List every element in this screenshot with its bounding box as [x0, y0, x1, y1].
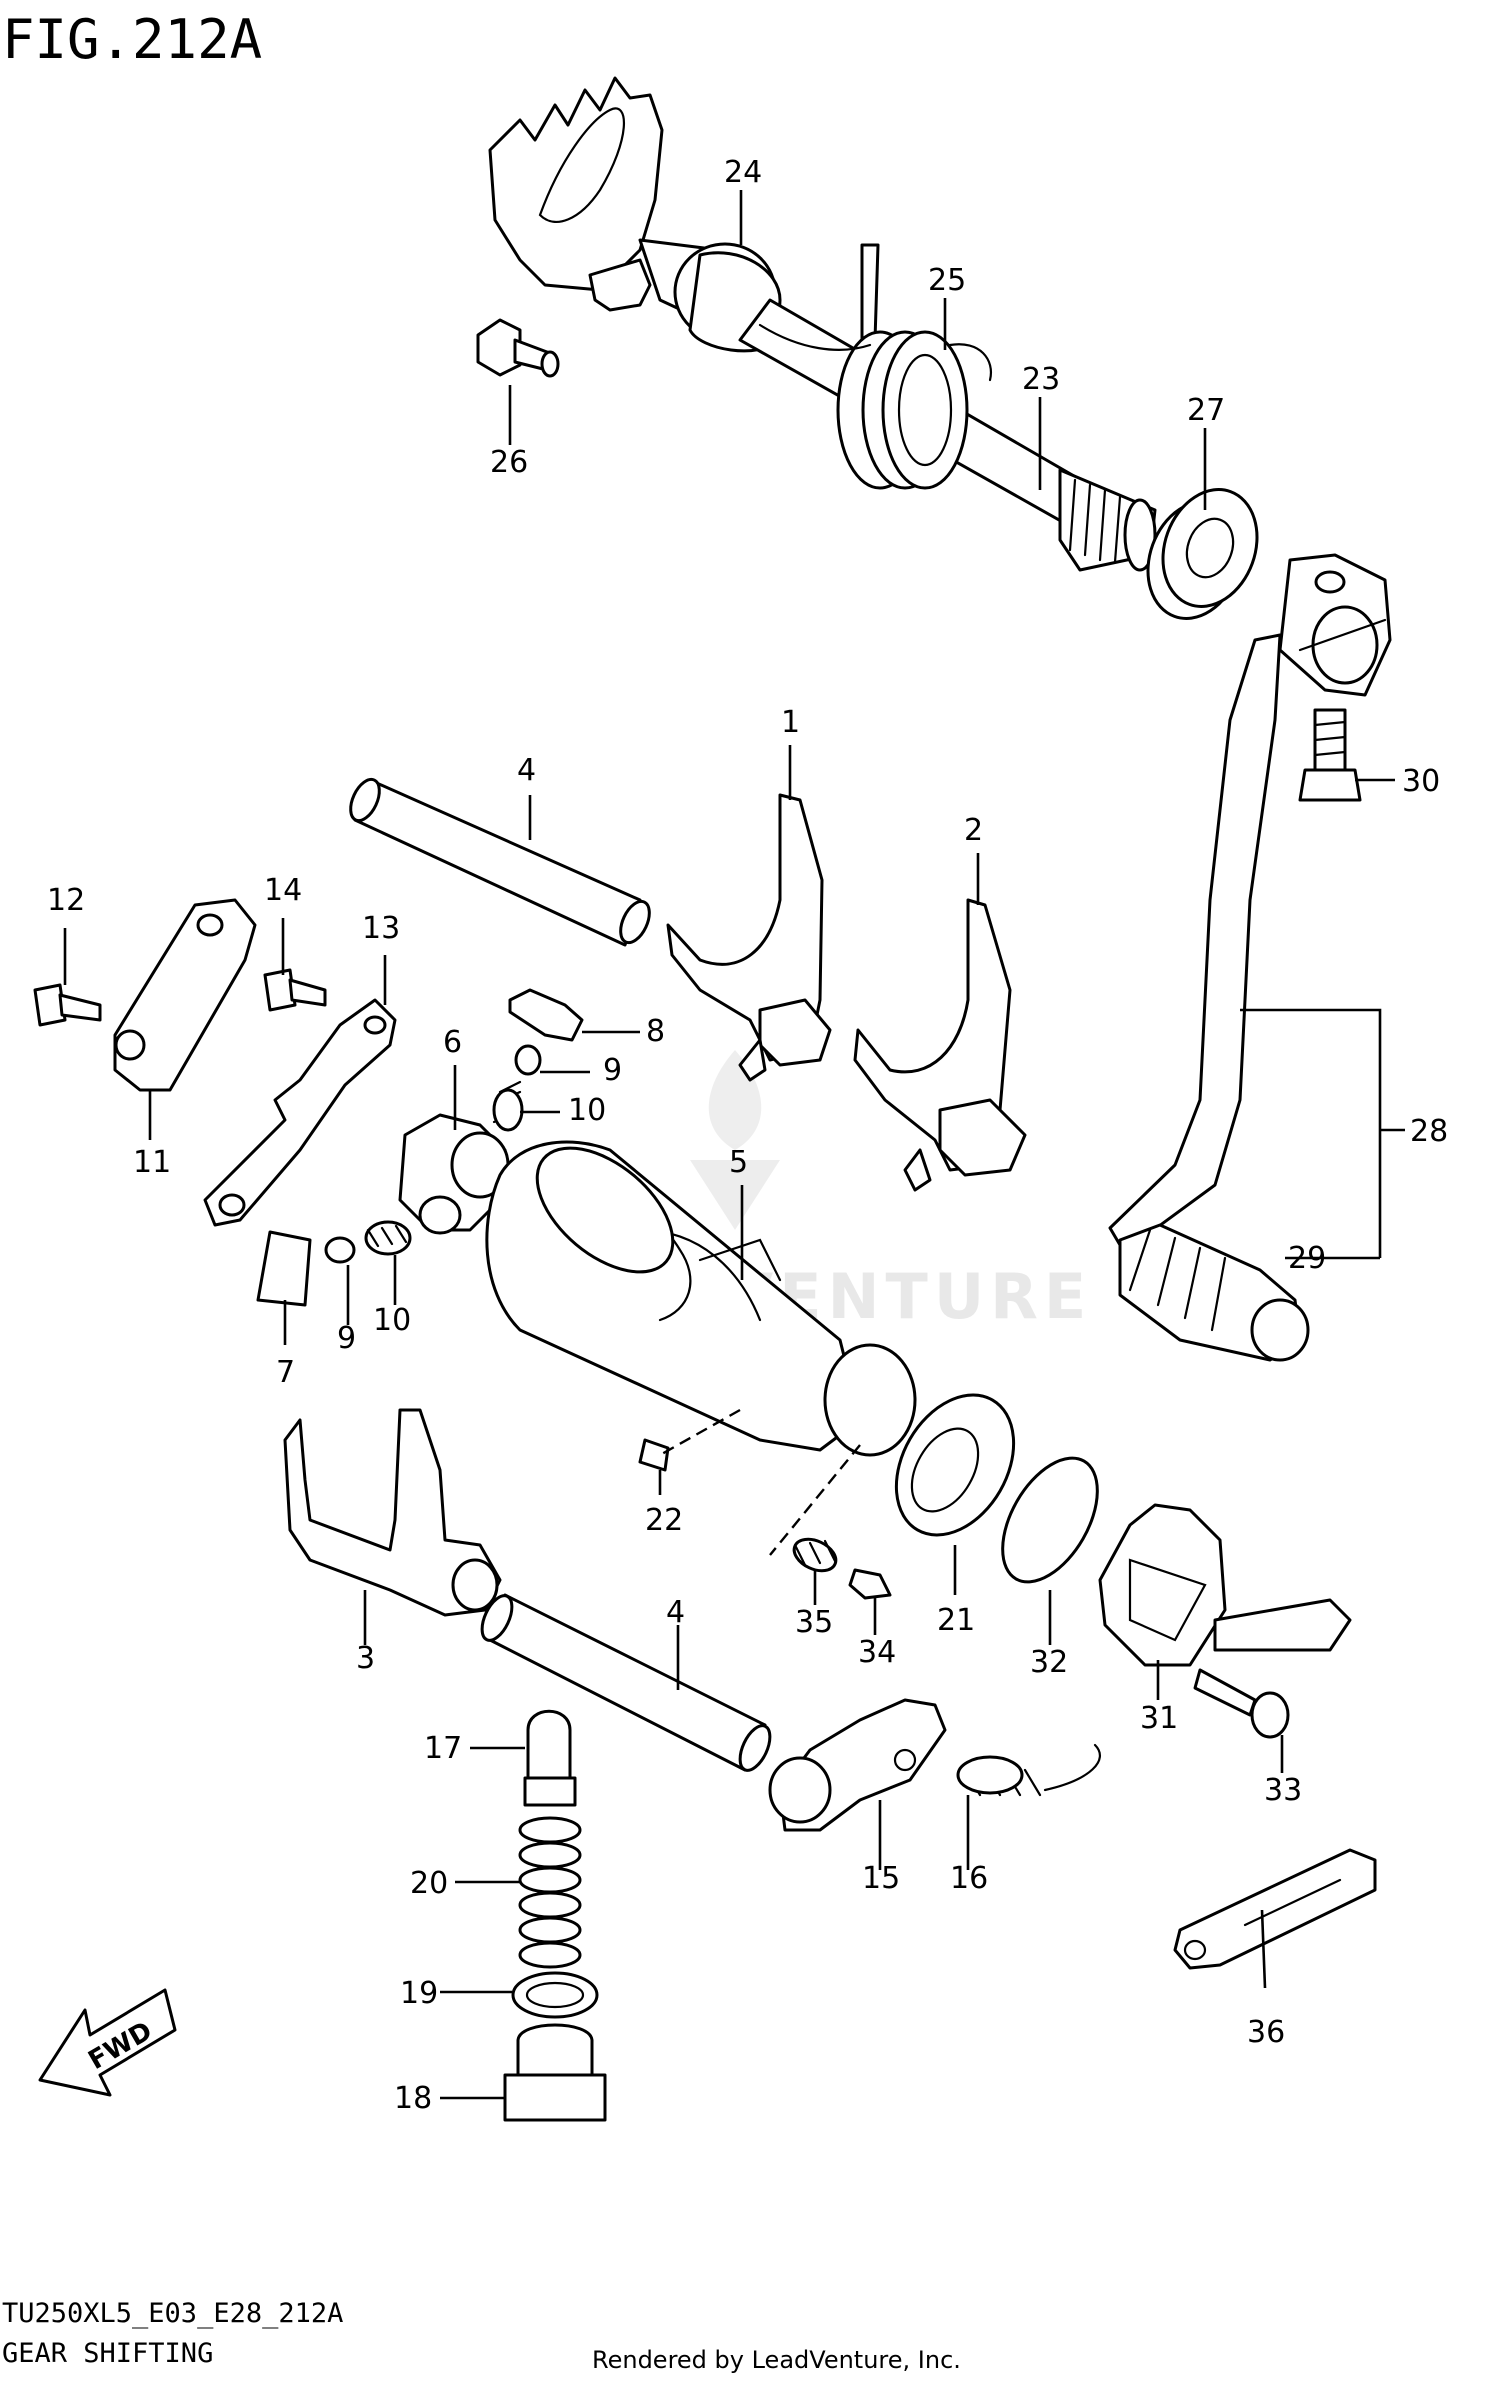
- callout-28: 28: [1410, 1114, 1448, 1149]
- callout-34: 34: [858, 1635, 896, 1670]
- part-11-cam-guide: [113, 898, 257, 1092]
- callout-25: 25: [928, 263, 966, 298]
- callout-23: 23: [1022, 362, 1060, 397]
- callout-17: 17: [424, 1731, 462, 1766]
- part-7-pad: [256, 1230, 312, 1307]
- fwd-arrow-icon: FWD: [38, 1988, 177, 2097]
- callout-16: 16: [950, 1861, 988, 1896]
- part-18-plug: [503, 2023, 607, 2122]
- callout-36: 36: [1247, 2015, 1285, 2050]
- part-24-shift-shaft-arm: [488, 76, 1157, 572]
- part-1-shift-fork: [666, 793, 832, 1082]
- callout-22: 22: [645, 1503, 683, 1538]
- callout-11: 11: [133, 1145, 171, 1180]
- part-30-bolt: [1298, 708, 1362, 802]
- dash-line-35: [769, 1444, 861, 1556]
- callout-19: 19: [400, 1976, 438, 2011]
- callout-12: 12: [47, 883, 85, 918]
- callout-27: 27: [1187, 393, 1225, 428]
- part-12-screw: [33, 983, 102, 1027]
- callout-9-upper: 9: [603, 1053, 622, 1088]
- render-credit: Rendered by LeadVenture, Inc.: [592, 2346, 961, 2374]
- callout-7: 7: [276, 1355, 295, 1390]
- callout-10-lower: 10: [373, 1303, 411, 1338]
- figure-caption: GEAR SHIFTING: [2, 2338, 213, 2369]
- callout-4-lower: 4: [666, 1595, 685, 1630]
- part-5-gear-shift-cam: [485, 1140, 917, 1457]
- callout-26: 26: [490, 445, 528, 480]
- part-17-pin: [523, 1709, 577, 1807]
- callout-numbers: 1 2 3 4 4 5 6 7 8 9 9 10 10 11 12 13 14 …: [47, 155, 1448, 2116]
- part-4-fork-shaft-lower: [480, 1593, 772, 1772]
- part-35-spring: [792, 1537, 838, 1573]
- part-21-cam-plate: [894, 1393, 1016, 1537]
- callout-30: 30: [1402, 764, 1440, 799]
- part-36-strap: [1173, 1848, 1377, 1970]
- part-9-pin-upper: [514, 1044, 542, 1076]
- callout-32: 32: [1030, 1645, 1068, 1680]
- callout-21: 21: [937, 1603, 975, 1638]
- callout-6: 6: [443, 1025, 462, 1060]
- part-16-spring: [956, 1743, 1101, 1797]
- callout-2: 2: [964, 813, 983, 848]
- shaft-pin: [860, 243, 880, 342]
- callout-9-lower: 9: [337, 1321, 356, 1356]
- callout-29: 29: [1288, 1241, 1326, 1276]
- dash-line-22: [659, 1408, 741, 1457]
- part-28-shift-pedal: [1108, 553, 1392, 1247]
- callout-13: 13: [362, 911, 400, 946]
- part-15-arm: [768, 1698, 947, 1832]
- part-29-pedal-rubber: [1118, 1223, 1310, 1362]
- figure-code: TU250XL5_E03_E28_212A: [2, 2298, 343, 2329]
- part-34-pin: [848, 1568, 892, 1600]
- part-25-return-spring: [758, 323, 993, 490]
- callout-15: 15: [862, 1861, 900, 1896]
- callout-5: 5: [729, 1145, 748, 1180]
- callout-35: 35: [795, 1605, 833, 1640]
- part-26-bolt: [476, 318, 560, 378]
- part-32-o-ring: [1001, 1456, 1099, 1584]
- part-2-shift-fork: [853, 898, 1027, 1192]
- part-6-gear-shift-cam-stopper-plate: [398, 1113, 510, 1235]
- part-8-stopper: [508, 988, 584, 1042]
- callout-31: 31: [1140, 1701, 1178, 1736]
- part-13-pawl-lifter: [203, 998, 397, 1227]
- callout-8: 8: [646, 1014, 665, 1049]
- callout-3: 3: [356, 1641, 375, 1676]
- part-4-fork-shaft-upper: [349, 777, 651, 947]
- callout-18: 18: [394, 2081, 432, 2116]
- figure-title: FIG.212A: [2, 8, 262, 71]
- part-10-spring-upper: [492, 1080, 524, 1132]
- callout-14: 14: [264, 873, 302, 908]
- part-33-bolt: [1193, 1668, 1290, 1739]
- part-9-pin-lower: [324, 1236, 356, 1264]
- part-31-cover: [1098, 1503, 1352, 1667]
- callout-20: 20: [410, 1866, 448, 1901]
- leader-lines: [63, 190, 1405, 2100]
- callout-1: 1: [781, 705, 800, 740]
- part-22-pin: [638, 1438, 670, 1472]
- callout-24: 24: [724, 155, 762, 190]
- part-20-spring: [518, 1816, 582, 1969]
- part-19-gasket: [511, 1971, 599, 2019]
- part-14-screw: [263, 968, 327, 1012]
- part-27-oil-seal: [1146, 488, 1259, 620]
- callout-10-upper: 10: [568, 1093, 606, 1128]
- part-10-spring-lower: [364, 1220, 412, 1256]
- callout-33: 33: [1264, 1773, 1302, 1808]
- callout-4-upper: 4: [517, 753, 536, 788]
- part-3-shift-fork: [283, 1408, 502, 1617]
